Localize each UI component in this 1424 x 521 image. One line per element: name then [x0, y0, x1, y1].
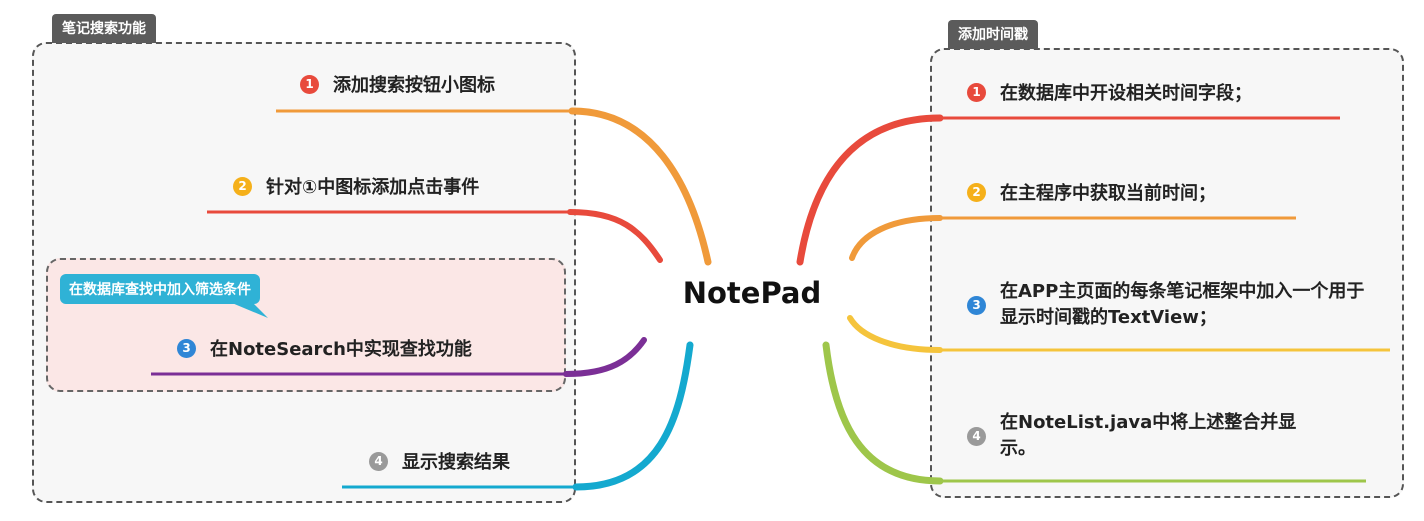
right-group-box — [930, 48, 1404, 498]
left-branch-2 — [567, 209, 663, 263]
number-badge: 2 — [967, 182, 986, 202]
right-branch-4 — [822, 341, 944, 485]
item-label: 针对①中图标添加点击事件 — [266, 177, 480, 198]
callout-pointer — [232, 302, 268, 318]
right-item-1[interactable]: 1 在数据库中开设相关时间字段； — [967, 79, 1252, 105]
left-branch-1 — [568, 107, 712, 266]
item-label: 在NoteSearch中实现查找功能 — [210, 339, 472, 360]
left-branch-4 — [572, 341, 694, 491]
right-branch-2 — [849, 215, 943, 261]
item-label: 在APP主页面的每条笔记框架中加入一个用于显示时间戳的TextView； — [1000, 281, 1365, 328]
left-branch-3 — [563, 337, 647, 377]
left-group-tag: 笔记搜索功能 — [52, 14, 156, 43]
right-item-2[interactable]: 2 在主程序中获取当前时间； — [967, 179, 1216, 205]
number-badge: 3 — [967, 295, 986, 315]
right-branch-1 — [796, 114, 944, 266]
number-badge: 4 — [967, 426, 986, 446]
right-branch-3 — [847, 315, 943, 353]
left-item-3[interactable]: 3 在NoteSearch中实现查找功能 — [177, 335, 472, 361]
right-item-3[interactable]: 3 在APP主页面的每条笔记框架中加入一个用于显示时间戳的TextView； — [967, 279, 1367, 331]
left-item-4[interactable]: 4 显示搜索结果 — [369, 448, 510, 474]
right-group-tag: 添加时间戳 — [948, 20, 1038, 49]
item-label: 在主程序中获取当前时间； — [1000, 183, 1216, 204]
number-badge: 1 — [300, 74, 319, 94]
number-badge: 2 — [233, 176, 252, 196]
item-label: 在数据库中开设相关时间字段； — [1000, 83, 1252, 104]
right-item-4[interactable]: 4 在NoteList.java中将上述整合并显示。 — [967, 410, 1327, 462]
item-label: 添加搜索按钮小图标 — [333, 75, 495, 96]
item-label: 显示搜索结果 — [402, 452, 510, 473]
central-topic[interactable]: NotePad — [682, 276, 822, 310]
number-badge: 3 — [177, 338, 196, 358]
item-label: 在NoteList.java中将上述整合并显示。 — [1000, 412, 1297, 459]
left-item-2[interactable]: 2 针对①中图标添加点击事件 — [233, 173, 479, 199]
number-badge: 4 — [369, 451, 388, 471]
summary-callout[interactable]: 在数据库查找中加入筛选条件 — [60, 274, 260, 304]
number-badge: 1 — [967, 82, 986, 102]
left-item-1[interactable]: 1 添加搜索按钮小图标 — [300, 71, 495, 97]
